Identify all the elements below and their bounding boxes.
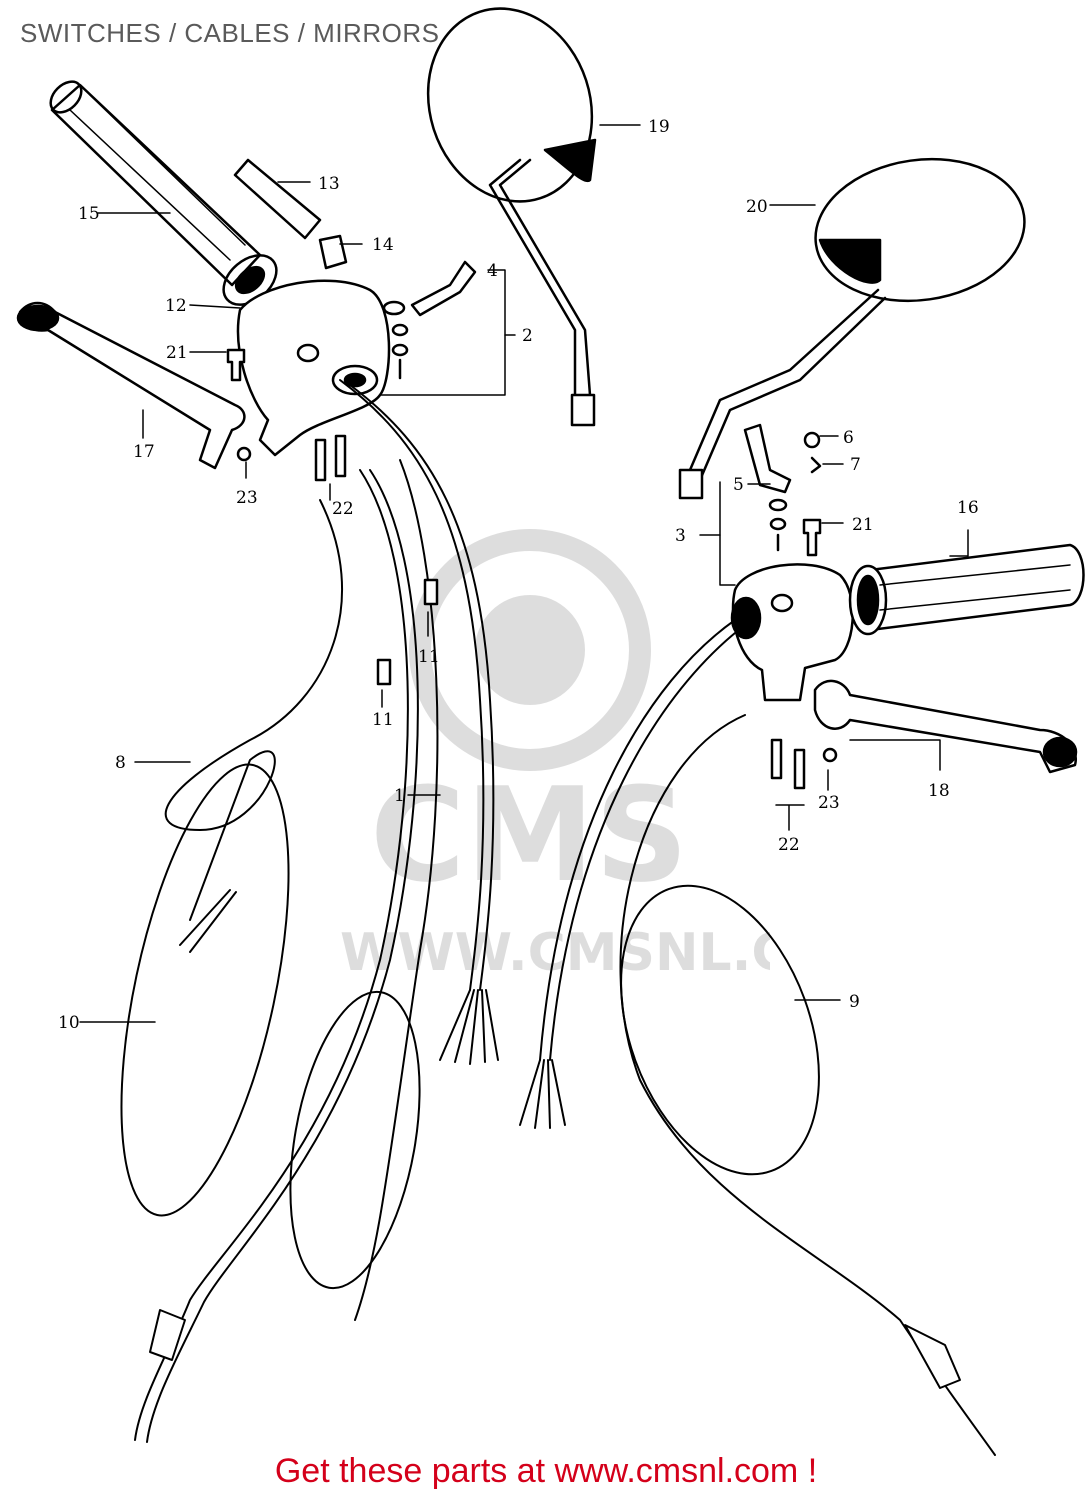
nut-6: [803, 431, 821, 449]
connector-11-upper: [423, 578, 439, 606]
page-title: SWITCHES / CABLES / MIRRORS: [20, 18, 440, 48]
right-screw-21: [802, 518, 822, 557]
callout-23-right: 23: [818, 793, 840, 813]
callout-19: 19: [648, 117, 670, 137]
cms-watermark-logo: CMS WWW.CMSNL.COM: [340, 529, 770, 983]
callout-11-lower: 11: [372, 710, 394, 730]
callout-15: 15: [78, 204, 100, 224]
leader-lines: [79, 124, 969, 1023]
callout-8: 8: [115, 753, 126, 773]
throttle-cable-a: [289, 459, 439, 1321]
washer-7: [810, 456, 822, 474]
callout-3: 3: [675, 526, 686, 546]
front-brake-cable-9: [619, 714, 996, 1456]
left-screw-21: [226, 348, 246, 382]
callout-9: 9: [849, 992, 860, 1012]
switch-set-4: [382, 260, 477, 380]
wire-8: [164, 499, 343, 953]
callout-23-left: 23: [236, 488, 258, 508]
callout-1: 1: [394, 786, 405, 806]
callout-5: 5: [733, 475, 744, 495]
clutch-cable-10: [120, 469, 419, 1443]
callout-21-left: 21: [166, 343, 188, 363]
left-mirror: [426, 7, 597, 427]
left-nut-23: [236, 446, 252, 462]
right-nut-23: [822, 747, 838, 763]
right-grip: [848, 543, 1085, 636]
bracket-13: [233, 158, 322, 240]
callout-14: 14: [372, 235, 394, 255]
callout-4: 4: [487, 261, 498, 281]
callout-11-upper: 11: [418, 647, 440, 667]
right-bolts-22: [770, 738, 806, 790]
callout-22-right: 22: [778, 835, 800, 855]
right-wiring-harness: [519, 619, 746, 1129]
connector-11-lower: [376, 658, 392, 686]
callout-12: 12: [165, 296, 187, 316]
clip-14: [318, 234, 348, 270]
right-lever: [813, 679, 1078, 774]
watermark-logo-text: CMS: [370, 759, 688, 911]
left-grip: [49, 80, 278, 306]
left-bolts-22: [314, 434, 347, 482]
right-mirror: [678, 157, 1026, 500]
left-switch-housing: [236, 279, 391, 457]
callout-22-left: 22: [332, 499, 354, 519]
right-switch-housing: [730, 563, 854, 702]
left-lever: [16, 301, 246, 470]
callout-20: 20: [746, 197, 768, 217]
callout-7: 7: [850, 455, 861, 475]
callout-10: 10: [58, 1013, 80, 1033]
footer-promo-link[interactable]: Get these parts at www.cmsnl.com !: [274, 1452, 818, 1490]
callout-2: 2: [522, 326, 533, 346]
main-wiring-harness-1: [339, 379, 499, 1065]
callout-18: 18: [928, 781, 950, 801]
switch-set-5: [743, 423, 822, 552]
callout-17: 17: [133, 442, 155, 462]
callout-21-right: 21: [852, 515, 874, 535]
callout-13: 13: [318, 174, 340, 194]
callout-6: 6: [843, 428, 854, 448]
callout-16: 16: [957, 498, 979, 518]
